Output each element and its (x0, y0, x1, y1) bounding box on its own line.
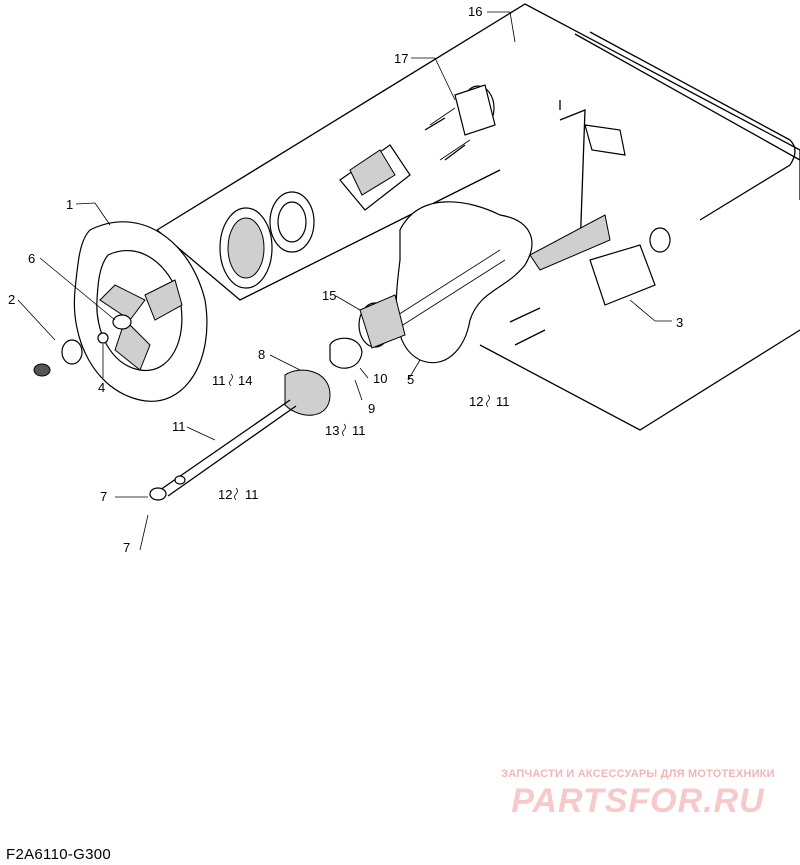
column-shaft-edge (394, 259, 506, 331)
callout-9: 9 (368, 401, 375, 416)
callout-separators (229, 373, 490, 501)
clamp (329, 337, 363, 369)
callout-2: 2 (8, 292, 15, 307)
callout-11d: 11 (245, 487, 259, 502)
callout-16: 16 (468, 4, 482, 19)
partsfor-watermark: ЗАПЧАСТИ И АКСЕССУАРЫ ДЛЯ МОТОТЕХНИКИ PA… (488, 768, 788, 821)
callout-15: 15 (322, 288, 336, 303)
bracket-frame (479, 329, 800, 431)
watermark-logo: PARTSFOR.RU (511, 782, 765, 820)
callout-3: 3 (676, 315, 683, 330)
callout-5: 5 (407, 372, 414, 387)
lower-boot (284, 369, 331, 416)
rail-bend (699, 139, 796, 221)
diagram-code: F2A6110-G300 (6, 846, 112, 863)
bracket-frame-top (559, 109, 586, 251)
callout-6: 6 (28, 251, 35, 266)
callout-17: 17 (394, 51, 408, 66)
upper-assembly-frame (156, 3, 800, 231)
rail-line-2 (589, 31, 791, 141)
callout-4: 4 (98, 380, 105, 395)
intermediate-shaft (149, 399, 297, 501)
callout-12b: 12 (469, 394, 483, 409)
callout-1: 1 (66, 197, 73, 212)
steering-boss (219, 191, 315, 289)
callout-12a: 12 (218, 487, 232, 502)
callout-13: 13 (325, 423, 339, 438)
mounting-plate (395, 201, 533, 364)
callout-11e: 11 (496, 394, 510, 409)
callout-7a: 7 (100, 489, 107, 504)
callout-10: 10 (373, 371, 387, 386)
bracket-assembly (529, 100, 671, 306)
callout-11c: 11 (352, 423, 366, 438)
bolts (424, 117, 546, 346)
column-head (339, 84, 496, 211)
callout-11b: 11 (172, 419, 186, 434)
callout-7b: 7 (123, 540, 130, 555)
hub-cap (33, 332, 109, 377)
callout-8: 8 (258, 347, 265, 362)
column-shaft (389, 249, 501, 321)
column-boot (358, 294, 406, 349)
rail-line-1 (574, 33, 800, 161)
steering-wheel (73, 221, 208, 402)
callout-14: 14 (238, 373, 252, 388)
watermark-tagline: ЗАПЧАСТИ И АКСЕССУАРЫ ДЛЯ МОТОТЕХНИКИ (501, 768, 775, 780)
callout-11a: 11 (212, 373, 226, 388)
callout-leaders (17, 11, 672, 551)
